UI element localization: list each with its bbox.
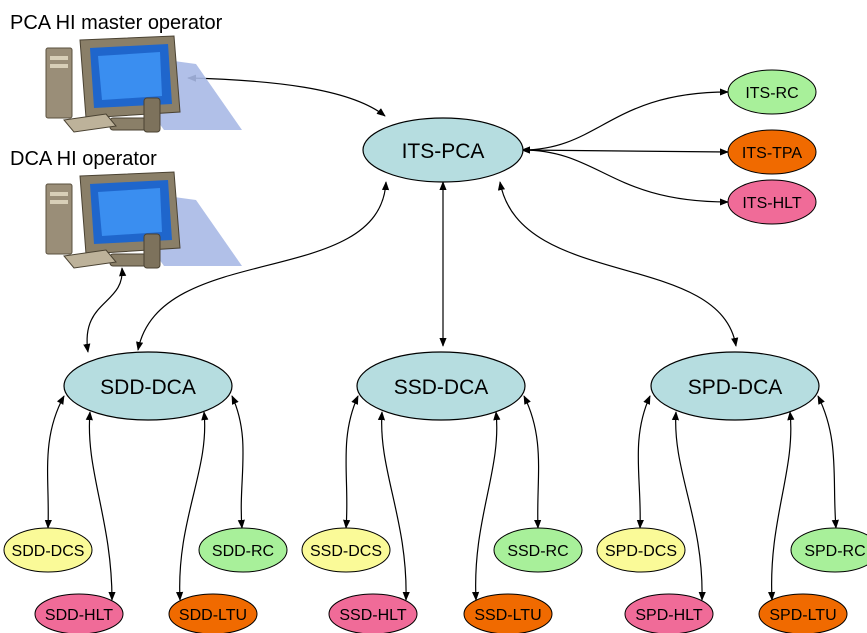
edge-sdd-dca-sdd-rc xyxy=(231,395,245,529)
node-spd-hlt[interactable]: SPD-HLT xyxy=(624,593,714,633)
node-sdd-rc[interactable]: SDD-RC xyxy=(198,527,288,573)
edge-spd-dca-spd-rc xyxy=(817,395,839,529)
node-spd-rc[interactable]: SPD-RC xyxy=(790,527,867,573)
pca-operator-computer-icon xyxy=(45,35,242,133)
node-its-pca-label: ITS-PCA xyxy=(402,140,485,163)
node-ssd-dca[interactable]: SSD-DCA xyxy=(356,351,526,421)
node-sdd-hlt[interactable]: SDD-HLT xyxy=(34,593,124,633)
node-spd-ltu-label: SPD-LTU xyxy=(769,607,836,624)
node-its-rc[interactable]: ITS-RC xyxy=(727,69,817,115)
node-sdd-dcs[interactable]: SDD-DCS xyxy=(3,527,93,573)
edge-its-pca-its-rc xyxy=(521,88,729,154)
node-sdd-dca-label: SDD-DCA xyxy=(100,376,196,399)
edge-ssd-dca-ssd-ltu xyxy=(472,411,501,601)
node-sdd-rc-label: SDD-RC xyxy=(212,543,274,560)
edge-spd-dca-spd-ltu xyxy=(768,411,795,601)
node-ssd-dca-label: SSD-DCA xyxy=(394,376,489,399)
node-ssd-ltu[interactable]: SSD-LTU xyxy=(463,593,553,633)
node-spd-rc-label: SPD-RC xyxy=(804,543,865,560)
edge-its-pca-its-hlt xyxy=(521,146,729,206)
node-spd-hlt-label: SPD-HLT xyxy=(635,607,702,624)
node-ssd-dcs-label: SSD-DCS xyxy=(310,543,382,560)
dca-operator-computer-icon xyxy=(45,171,242,269)
edge-spd-dca-spd-hlt xyxy=(671,411,706,601)
edge-spd-dca-spd-dcs xyxy=(636,395,651,529)
edge-dca-operator-sdd-dca xyxy=(83,267,127,353)
node-spd-dca-label: SPD-DCA xyxy=(688,376,783,399)
node-its-pca[interactable]: ITS-PCA xyxy=(362,117,524,183)
node-its-hlt-label: ITS-HLT xyxy=(742,195,801,212)
edge-pca-operator-its-pca xyxy=(187,74,386,117)
edge-sdd-dca-sdd-dcs xyxy=(44,395,65,529)
node-ssd-hlt-label: SSD-HLT xyxy=(339,607,406,624)
node-its-hlt[interactable]: ITS-HLT xyxy=(727,179,817,225)
edge-its-pca-its-tpa xyxy=(521,146,729,156)
node-its-tpa-label: ITS-TPA xyxy=(742,145,802,162)
dca-operator-label: DCA HI operator xyxy=(10,148,157,170)
edge-sdd-dca-sdd-ltu xyxy=(176,411,209,601)
node-ssd-ltu-label: SSD-LTU xyxy=(474,607,541,624)
pca-operator-label: PCA HI master operator xyxy=(10,12,223,34)
edge-its-pca-sdd-dca xyxy=(136,181,390,351)
node-its-rc-label: ITS-RC xyxy=(745,85,798,102)
node-ssd-rc-label: SSD-RC xyxy=(507,543,568,560)
node-sdd-hlt-label: SDD-HLT xyxy=(45,607,113,624)
edge-ssd-dca-ssd-dcs xyxy=(343,395,359,529)
node-its-tpa[interactable]: ITS-TPA xyxy=(727,129,817,175)
node-ssd-rc[interactable]: SSD-RC xyxy=(493,527,583,573)
node-sdd-dcs-label: SDD-DCS xyxy=(12,543,85,560)
node-sdd-ltu[interactable]: SDD-LTU xyxy=(168,593,258,633)
edge-ssd-dca-ssd-hlt xyxy=(377,411,410,601)
node-spd-dcs-label: SPD-DCS xyxy=(605,543,677,560)
edge-its-pca-spd-dca xyxy=(497,181,739,347)
node-sdd-dca[interactable]: SDD-DCA xyxy=(63,351,233,421)
node-ssd-hlt[interactable]: SSD-HLT xyxy=(328,593,418,633)
edge-ssd-dca-ssd-rc xyxy=(523,395,542,529)
node-sdd-ltu-label: SDD-LTU xyxy=(179,607,247,624)
node-ssd-dcs[interactable]: SSD-DCS xyxy=(301,527,391,573)
node-spd-ltu[interactable]: SPD-LTU xyxy=(758,593,848,633)
node-spd-dca[interactable]: SPD-DCA xyxy=(650,351,820,421)
node-spd-dcs[interactable]: SPD-DCS xyxy=(596,527,686,573)
edge-sdd-dca-sdd-hlt xyxy=(85,411,116,601)
